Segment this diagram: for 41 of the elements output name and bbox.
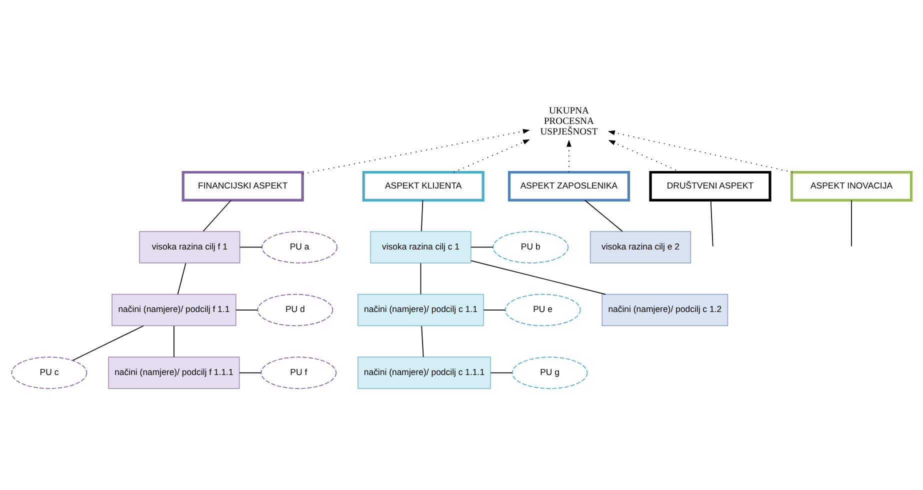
- node-ellipse: PU b: [492, 230, 569, 263]
- connector: [236, 309, 258, 310]
- node-ellipse: PU g: [512, 356, 588, 388]
- node-text: UKUPNA PROCESNA USPJEŠNOST: [540, 105, 598, 138]
- connector: [470, 246, 494, 248]
- node-box: načini (namjere)/ podcilj c 1.1.1: [358, 356, 491, 388]
- node-ellipse: PU d: [257, 293, 334, 326]
- connector: [851, 199, 852, 246]
- connector: [420, 199, 424, 232]
- connector: [710, 199, 714, 246]
- connector: [420, 262, 422, 294]
- node-box: načini (namjere)/ podcilj f 1.1.1: [108, 356, 240, 388]
- node-box: načini (namjere)/ podcilj f 1.1: [112, 293, 236, 326]
- node-box: FINANCIJSKI ASPEKT: [182, 170, 304, 201]
- arrow: [608, 130, 793, 172]
- connector: [177, 262, 186, 294]
- connector: [421, 325, 424, 357]
- connector: [72, 324, 144, 360]
- node-box: DRUŠTVENI ASPEKT: [649, 170, 772, 201]
- node-box: visoka razina cilj f 1: [139, 230, 240, 263]
- node-ellipse: PU f: [260, 356, 337, 388]
- connector: [490, 372, 513, 373]
- connector: [483, 309, 506, 310]
- connector: [202, 199, 232, 232]
- node-box: visoka razina cilj c 1: [370, 230, 472, 263]
- node-box: načini (namjere)/ podcilj c 1.2: [602, 293, 728, 326]
- connector: [584, 199, 623, 232]
- node-ellipse: PU a: [262, 230, 338, 263]
- node-ellipse: PU e: [504, 293, 581, 326]
- node-box: ASPEKT KLIJENTA: [362, 170, 484, 201]
- connector: [470, 260, 606, 294]
- node-ellipse: PU c: [11, 356, 88, 388]
- connector: [239, 372, 262, 373]
- node-box: načini (namjere)/ podcilj c 1.1: [358, 293, 484, 326]
- node-box: visoka razina cilj e 2: [590, 230, 692, 263]
- arrow: [566, 139, 572, 172]
- arrow: [302, 128, 530, 174]
- connector: [239, 246, 262, 248]
- node-box: ASPEKT ZAPOSLENIKA: [508, 170, 630, 201]
- node-box: ASPEKT INOVACIJA: [790, 170, 913, 201]
- arrow: [453, 138, 530, 172]
